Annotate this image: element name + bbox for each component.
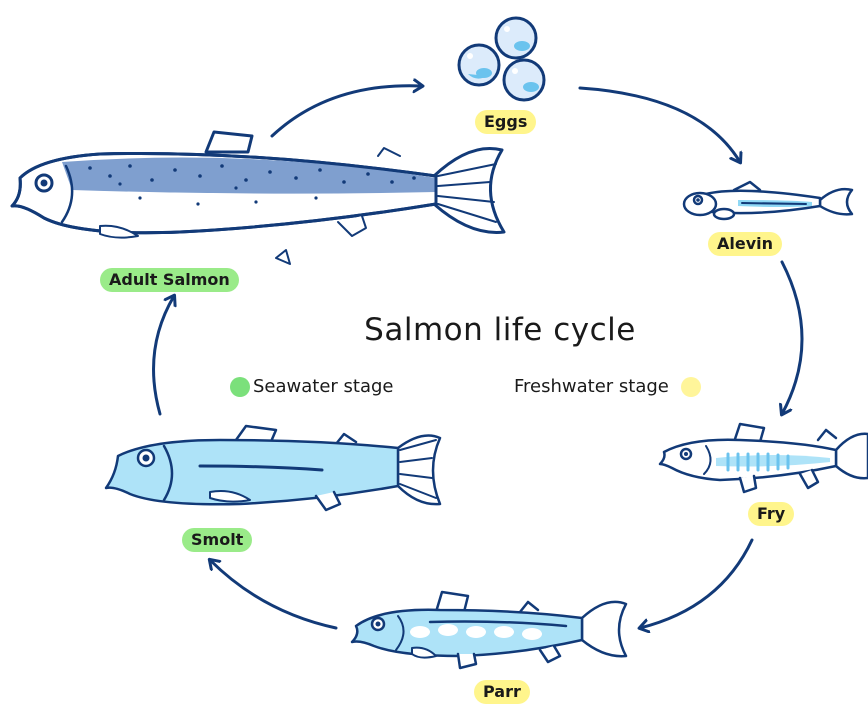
arrow-alevin-to-fry	[782, 262, 802, 414]
stage-label-adult-salmon: Adult Salmon	[100, 268, 239, 292]
stage-label-parr: Parr	[474, 680, 530, 704]
stage-label-eggs: Eggs	[475, 110, 536, 134]
freshwater-legend-label: Freshwater stage	[514, 376, 669, 397]
arrow-eggs-to-alevin	[580, 88, 740, 162]
seawater-legend-label: Seawater stage	[253, 376, 394, 397]
freshwater-legend-dot	[681, 377, 701, 397]
adult-dorsal-fin	[206, 132, 252, 152]
seawater-legend-dot	[230, 377, 250, 397]
arrow-smolt-to-adult	[154, 296, 174, 414]
adult-salmon-illustration	[12, 132, 504, 264]
adult-tail-fin	[434, 148, 504, 232]
alevin-illustration	[684, 182, 852, 219]
legend-freshwater: Freshwater stage	[514, 376, 701, 397]
stage-label-fry: Fry	[748, 502, 794, 526]
arrow-fry-to-parr	[640, 540, 752, 628]
arrow-adult-to-eggs	[272, 86, 422, 136]
fry-illustration	[660, 424, 868, 492]
stage-label-smolt: Smolt	[182, 528, 252, 552]
smolt-illustration	[106, 426, 440, 510]
diagram-title: Salmon life cycle	[300, 312, 700, 348]
parr-illustration	[352, 592, 626, 668]
legend-seawater: Seawater stage	[230, 376, 394, 397]
stage-label-alevin: Alevin	[708, 232, 782, 256]
arrow-parr-to-smolt	[210, 560, 336, 628]
eggs-illustration	[459, 18, 544, 100]
